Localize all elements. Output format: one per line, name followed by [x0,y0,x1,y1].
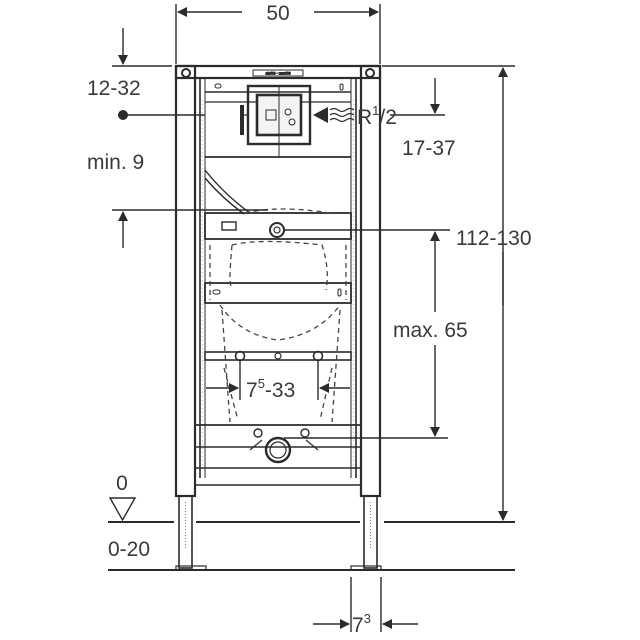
width-dimension-label: 50 [266,2,289,25]
supply-height-offset-label: 17-37 [402,137,456,160]
label-plate-text: ab/03 · xxx/08 [265,71,291,76]
lower-mounting-plate [204,282,352,304]
bolt-spacing-label: 75-33 [246,376,295,402]
urinal-outline [209,208,347,423]
dimension-lines [108,4,515,632]
label-plate [252,69,304,77]
right-upright [359,64,382,498]
flush-connection-icon [269,222,285,238]
right-foot [363,495,378,569]
top-right-hole-icon [365,68,375,78]
top-offset-label: 12-32 [87,77,141,100]
right-bolt-icon [312,350,324,362]
foot-adjust-label: 0-20 [108,538,150,561]
frame: ab/03 · xxx/08 [174,64,382,571]
water-supply-wave-icon [313,107,355,123]
upper-mounting-plate [204,212,352,240]
top-left-hole-icon [181,68,191,78]
floor-level-label: 0 [116,472,128,495]
reference-dot-icon [118,110,128,120]
supply-fitting [240,84,312,157]
left-upright [174,64,197,498]
supply-connection-label: R1/2 [357,103,397,129]
bolt-bar [204,351,352,361]
top-crossbar [174,64,382,80]
left-foot [178,495,193,569]
max-height-label: max. 65 [393,319,468,342]
min-gap-label: min. 9 [87,151,144,174]
left-bolt-icon [234,350,246,362]
floor-level-triangle-icon [108,497,137,522]
total-height-label: 112-130 [456,227,532,250]
drain-connection-icon [264,436,292,464]
foot-width-label: 73 [352,611,371,637]
